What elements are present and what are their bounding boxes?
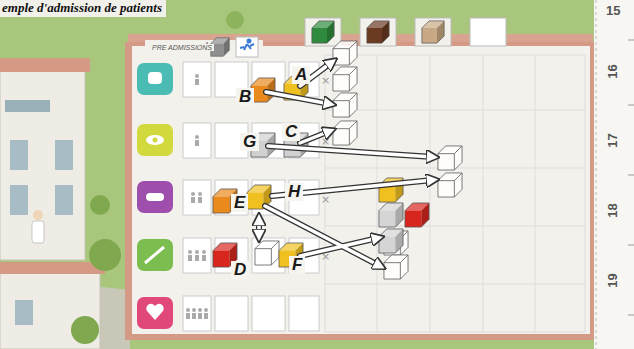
- ruler-number: 18: [605, 203, 620, 217]
- page-number: 15: [606, 3, 620, 18]
- callout-letter: D: [231, 261, 249, 279]
- ruler-number: 19: [605, 273, 620, 287]
- figure-title: emple d'admission de patients: [0, 0, 166, 17]
- callout-letter: B: [236, 88, 254, 106]
- callout-letter: E: [231, 194, 248, 212]
- ruler-number: 16: [605, 64, 620, 78]
- ruler-number: 17: [605, 133, 620, 147]
- svg-text:×: ×: [321, 74, 330, 87]
- section-label: PRE ADMISSIONS: [150, 44, 214, 51]
- callout-letter: H: [285, 183, 303, 201]
- callout-letter: F: [289, 256, 305, 274]
- svg-text:×: ×: [321, 193, 330, 206]
- callout-letter: G: [240, 133, 259, 151]
- callout-letter: C: [282, 123, 300, 141]
- callout-letter: A: [292, 66, 310, 84]
